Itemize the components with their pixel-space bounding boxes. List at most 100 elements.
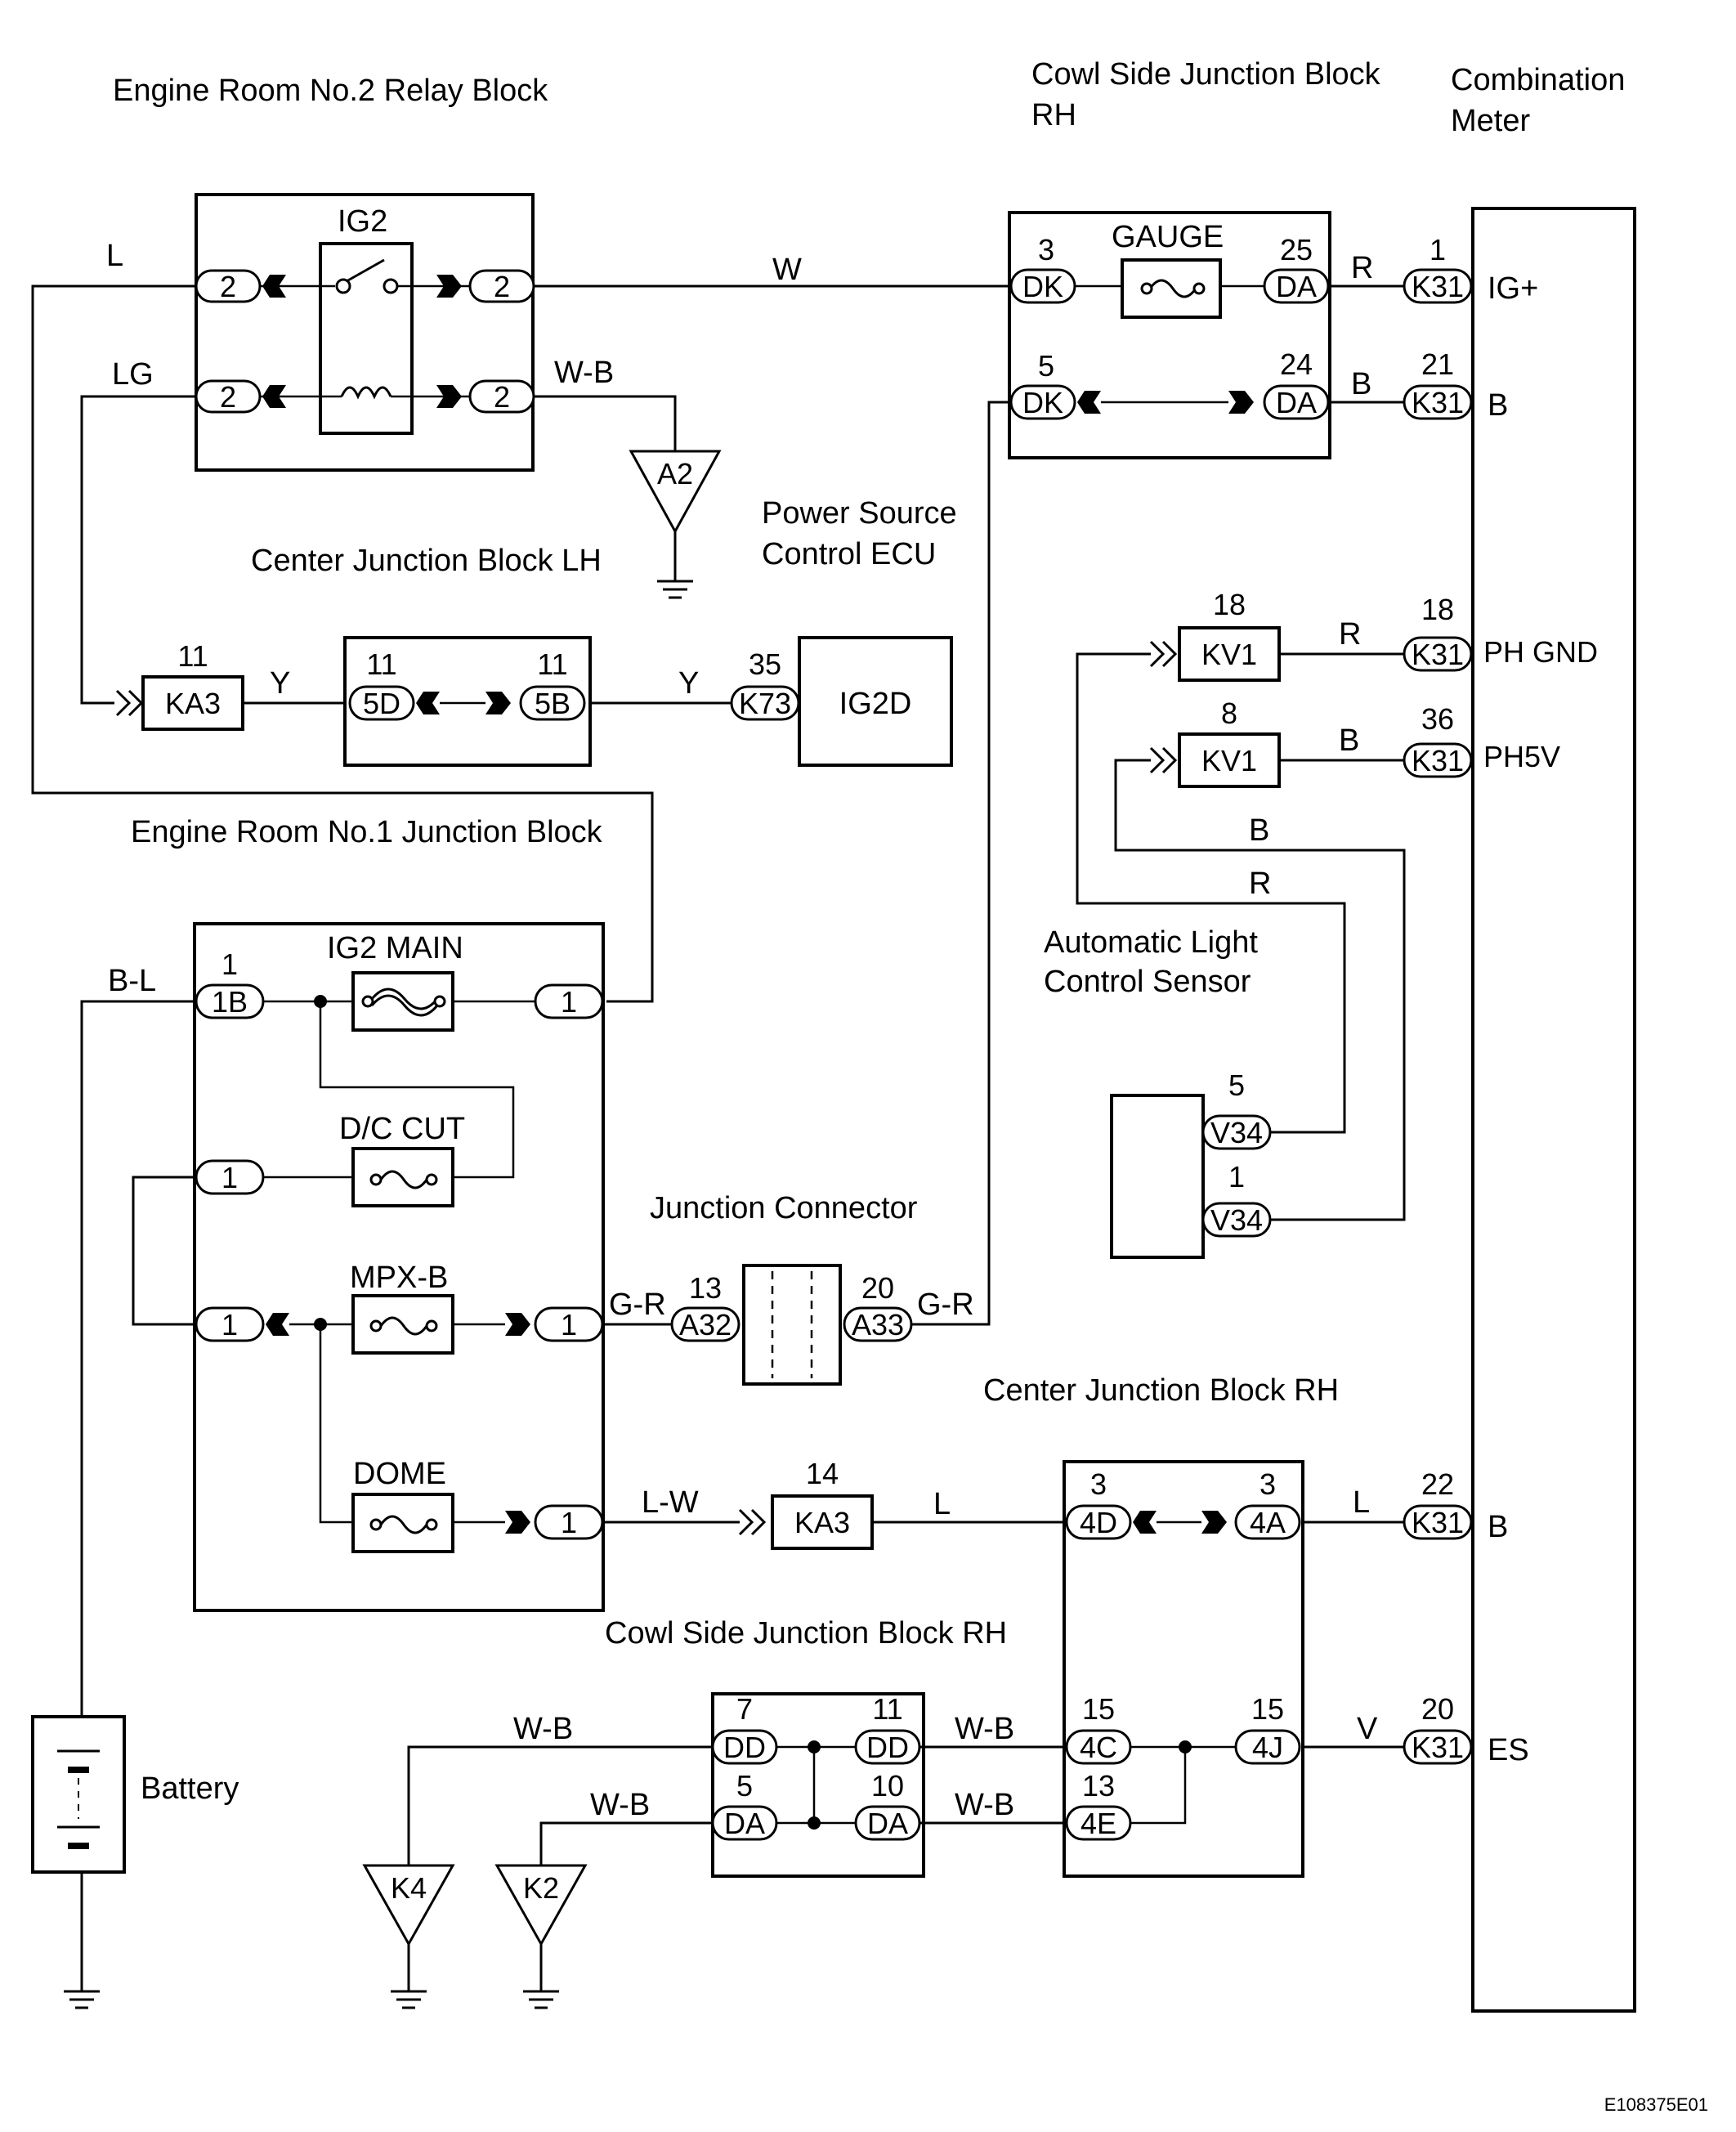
svg-text:18: 18 [1213,588,1246,621]
meter-pin-k31-1 [1403,268,1473,304]
svg-text:K31: K31 [1412,638,1464,671]
svg-text:15: 15 [1251,1692,1284,1726]
svg-text:DA: DA [1276,270,1317,303]
center-jb-rh-box [1063,1460,1304,1878]
wire-label-l: L [106,239,123,273]
wire-label-r-3: R [1249,867,1271,901]
svg-text:1: 1 [221,1161,238,1194]
cjb-lh-pin-5d [348,685,415,721]
svg-text:20: 20 [861,1271,894,1305]
cjb-rh-pin-4j [1234,1729,1301,1765]
svg-text:4A: 4A [1250,1506,1286,1539]
svg-text:2: 2 [220,270,236,303]
ground-a2-symbol [655,567,695,599]
svg-text:5: 5 [1228,1068,1245,1102]
svg-text:4J: 4J [1252,1731,1283,1764]
ig2-relay-label: IG2 [338,204,387,239]
connector-arrow-ka3-lower [738,1508,767,1536]
er1-pin-1-top-right [534,983,604,1019]
ground-a2-label: A2 [657,457,693,490]
meter-terminal-b-top: B [1488,388,1508,423]
svg-text:1: 1 [1228,1160,1245,1194]
center-jb-rh-title: Center Junction Block RH [983,1373,1339,1408]
svg-text:5: 5 [736,1769,753,1803]
wire-label-w-b-1: W-B [554,356,614,390]
wire-w-b-k2 [539,1821,713,1866]
ground-battery-symbol [62,1977,101,2009]
wire-dc-cut-loop [132,1176,196,1326]
cowl-side-jb-rh-bottom-title: Cowl Side Junction Block RH [605,1616,1007,1651]
svg-text:K31: K31 [1412,1731,1464,1764]
svg-text:1B: 1B [212,985,248,1019]
wire-label-v: V [1357,1712,1378,1746]
wire-label-lg: LG [112,357,154,392]
engine-room-no1-jb-title: Engine Room No.1 Junction Block [131,815,603,849]
wire-label-r-2: R [1339,617,1361,652]
svg-text:14: 14 [806,1457,839,1490]
svg-text:1: 1 [561,1506,577,1539]
battery-box [31,1715,126,1874]
svg-text:4C: 4C [1080,1731,1117,1764]
dc-cut-label: D/C CUT [339,1112,465,1146]
svg-text:35: 35 [749,647,781,681]
svg-text:K31: K31 [1412,270,1464,303]
dome-fuse-symbol [379,1515,428,1534]
svg-text:A33: A33 [852,1308,904,1341]
junction-connector-box [742,1264,842,1386]
wire-label-b-1: B [1351,367,1371,401]
junction-dot-5 [808,1816,821,1830]
dc-cut-fuse-symbol [379,1170,428,1189]
jc-pin-a32 [670,1306,740,1342]
combination-meter-title-line2: Meter [1451,104,1530,138]
connector-arrow-ka3-upper [115,689,144,717]
svg-text:1: 1 [561,985,577,1019]
relay-contact-right [383,278,399,294]
wire-l-relay-feed [31,284,654,1003]
meter-terminal-ph5v: PH5V [1483,740,1560,773]
relay-block-box [195,193,535,472]
relay-coil [340,386,392,400]
connector-arrow-kv1-8 [1149,746,1178,774]
combination-meter-box [1471,207,1636,2013]
wire-label-w-b-4: W-B [513,1712,573,1746]
wire-b-l [80,1000,196,1717]
meter-pin-k31-20 [1403,1729,1473,1765]
svg-text:DA: DA [867,1807,908,1840]
svg-text:K31: K31 [1412,1506,1464,1539]
svg-text:3: 3 [1259,1467,1276,1501]
cowl-side-jb-rh-title-line2: RH [1031,98,1076,132]
wire-lg [80,395,196,705]
svg-text:20: 20 [1421,1692,1454,1726]
wire-label-y-2: Y [678,666,699,701]
wire-label-b-3: B [1249,813,1269,848]
ig2-main-label: IG2 MAIN [327,931,463,965]
engine-room-no2-relay-block-title: Engine Room No.2 Relay Block [113,74,548,108]
wire-w-b-a2 [534,395,677,451]
gauge-label: GAUGE [1112,220,1224,254]
svg-text:K73: K73 [739,687,791,720]
svg-text:4D: 4D [1080,1506,1117,1539]
meter-pin-k31-21 [1403,384,1473,420]
svg-text:21: 21 [1421,347,1454,381]
svg-text:3: 3 [1038,233,1054,266]
ground-k2-triangle [494,1864,588,1947]
svg-text:V34: V34 [1210,1116,1263,1149]
svg-text:A32: A32 [679,1308,732,1341]
power-source-ecu-box [798,636,953,767]
ig2d-label: IG2D [839,687,912,721]
combination-meter-title-line1: Combination [1451,63,1625,97]
wire-label-l-w: L-W [642,1485,699,1520]
meter-terminal-b-mid: B [1488,1510,1508,1544]
jc-pin-a33 [843,1306,913,1342]
meter-pin-k31-22 [1403,1504,1473,1540]
power-source-ecu-title-line2: Control ECU [762,537,936,571]
meter-terminal-ig: IG+ [1488,271,1538,306]
svg-text:5: 5 [1038,349,1054,383]
svg-text:1: 1 [1430,233,1446,266]
gauge-fuse-symbol [1148,279,1197,298]
junction-connector-title: Junction Connector [650,1191,918,1225]
wire-label-w-b-3: W-B [955,1788,1014,1822]
ground-k2-label: K2 [523,1871,559,1905]
wire-label-b-2: B [1339,723,1359,758]
